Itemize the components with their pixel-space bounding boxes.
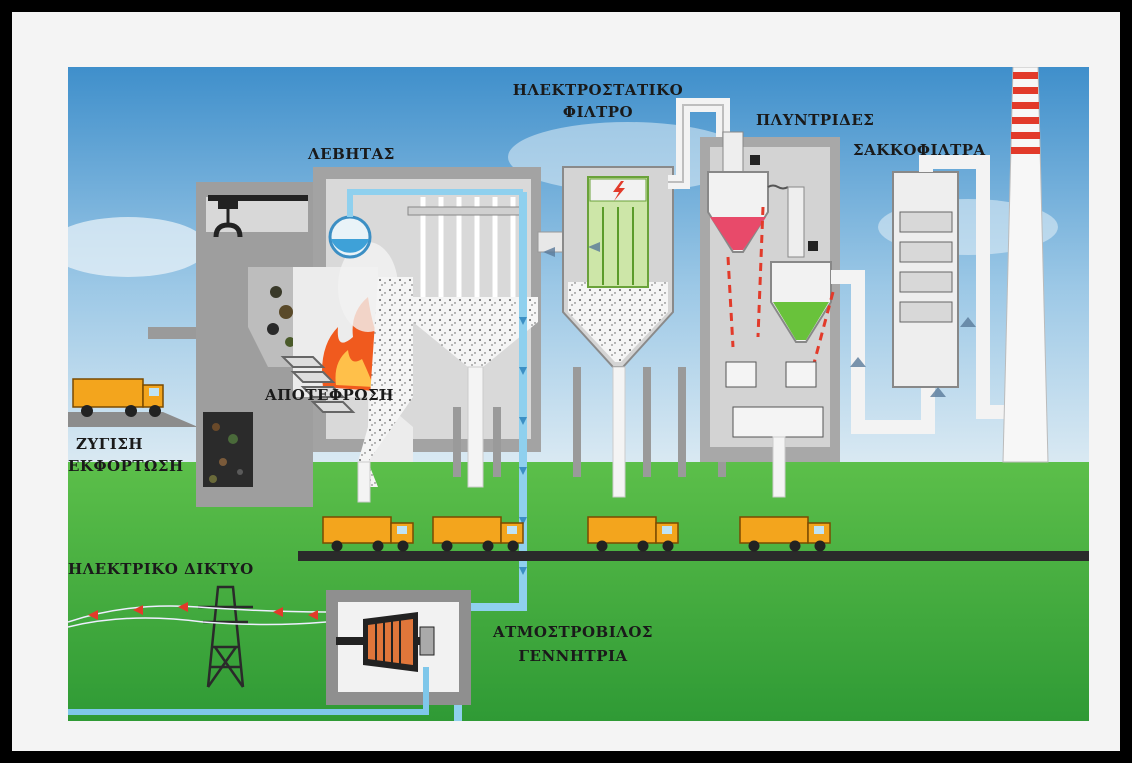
drum-water bbox=[331, 239, 369, 253]
label-electrostatic-filter: ΗΛΕΚΤΡΟΣΤΑΤΙΚΟ bbox=[513, 81, 683, 99]
steam-flow-arrows bbox=[519, 317, 527, 575]
road bbox=[298, 551, 1089, 561]
pylon-icon bbox=[198, 585, 253, 688]
scrubber-1-box bbox=[750, 155, 760, 165]
boiler-hopper-2 bbox=[413, 297, 538, 367]
truck-icon bbox=[432, 516, 524, 552]
truck-icon bbox=[72, 378, 164, 417]
tube-header bbox=[407, 206, 524, 216]
scrubber-1-fill bbox=[710, 217, 766, 250]
gas-flow-arrows bbox=[543, 242, 976, 397]
label-electric-grid: ΗΛΕΚΤΡΙΚΟ ΔΙΚΤΥΟ bbox=[68, 560, 254, 578]
filter-bags bbox=[899, 211, 953, 323]
electricity-bolt-icon bbox=[613, 181, 625, 201]
flue-duct-4 bbox=[919, 155, 1013, 419]
label-incineration: ΑΠΟΤΕΦΡΩΣΗ bbox=[264, 386, 394, 404]
flue-duct-3 bbox=[831, 270, 935, 434]
label-weighing: ΖΥΓΙΣΗ bbox=[76, 435, 143, 453]
settling-tank-2 bbox=[785, 361, 817, 388]
bunker-wall bbox=[148, 327, 198, 339]
filter-press bbox=[732, 406, 824, 438]
power-flow-arrows bbox=[88, 602, 318, 620]
scrubber-neck bbox=[772, 436, 786, 498]
truck-icon bbox=[739, 516, 831, 552]
label-electrostatic-filter-2: ΦΙΛΤΡΟ bbox=[563, 103, 633, 121]
scrubber-2-top bbox=[787, 186, 805, 258]
chimney-stripes bbox=[1011, 72, 1040, 154]
power-lines bbox=[68, 605, 327, 628]
label-generator: ΓΕΝΝΗΤΡΙΑ bbox=[518, 647, 627, 665]
boiler-hopper-1 bbox=[358, 277, 413, 487]
chimney bbox=[1002, 67, 1049, 463]
scrubber-2-fill bbox=[773, 302, 829, 340]
waste-debris bbox=[209, 423, 243, 483]
label-boiler: ΛΕΒΗΤΑΣ bbox=[307, 145, 395, 163]
esp-plate-lines bbox=[602, 207, 634, 285]
crane-rail bbox=[208, 195, 308, 201]
esp-ash bbox=[568, 282, 668, 362]
chute-waste bbox=[267, 286, 295, 347]
label-bag-filters: ΣΑΚΚΟΦΙΛΤΡΑ bbox=[853, 141, 986, 159]
steam-pipe-top bbox=[347, 189, 523, 217]
crane-claw-icon bbox=[213, 197, 243, 238]
flue-duct-2-outline bbox=[668, 104, 724, 183]
grate bbox=[280, 356, 356, 413]
generator-icon bbox=[336, 612, 435, 672]
waste-pit bbox=[203, 412, 253, 487]
waste-incineration-diagram: ΗΛΕΚΤΡΟΣΤΑΤΙΚΟ ΦΙΛΤΡΟ ΠΛΥΝΤΡΙΔΕΣ ΣΑΚΚΟΦΙ… bbox=[68, 67, 1089, 721]
settling-tank-1 bbox=[725, 361, 757, 388]
label-turbine: ΑΤΜΟΣΤΡΟΒΙΛΟΣ bbox=[492, 623, 653, 641]
ramp bbox=[68, 412, 198, 427]
scrubber-recirc bbox=[726, 206, 835, 368]
label-scrubbers: ΠΛΥΝΤΡΙΔΕΣ bbox=[756, 111, 874, 129]
scrubber-2-box bbox=[808, 241, 818, 251]
truck-icon bbox=[322, 516, 414, 552]
picture-frame: ΗΛΕΚΤΡΟΣΤΑΤΙΚΟ ΦΙΛΤΡΟ ΠΛΥΝΤΡΙΔΕΣ ΣΑΚΚΟΦΙ… bbox=[12, 12, 1120, 751]
boiler-hopper-1-neck bbox=[357, 461, 371, 503]
scrubber-1-top bbox=[722, 131, 744, 173]
scrubber-1-spring bbox=[767, 184, 789, 190]
esp-neck bbox=[612, 366, 626, 498]
fire-core bbox=[335, 350, 374, 387]
cloud bbox=[68, 217, 208, 277]
return-water-pipe bbox=[68, 667, 429, 715]
boiler-hopper-2-neck bbox=[467, 366, 484, 488]
truck-icon bbox=[587, 516, 679, 552]
label-unloading: ΕΚΦΟΡΤΩΣΗ bbox=[68, 457, 184, 475]
